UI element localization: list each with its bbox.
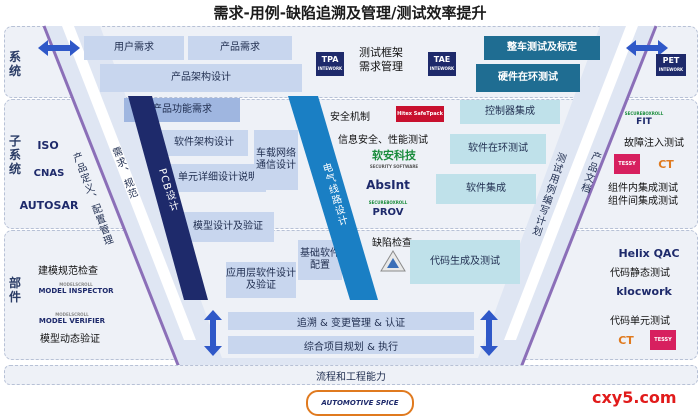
model-verifier-text: MODEL VERIFIER — [38, 317, 106, 325]
tae-logo: TAE INTEWORK — [428, 52, 456, 76]
ct-logo-2: CT — [618, 333, 634, 347]
ruanan-logo: 软安科技 SECURITY SOFTWARE — [354, 150, 434, 172]
cnas-logo: CNAS — [33, 167, 65, 179]
klocwork-logo: klocwork — [616, 284, 672, 298]
ruanan-logo-sub: SECURITY SOFTWARE — [369, 164, 419, 169]
vertical-double-arrow-left-icon — [204, 310, 222, 356]
integration-test-label: 组件内集成测试 组件间集成测试 — [608, 183, 678, 207]
model-verifier-top: MODELSCROLL — [55, 312, 89, 317]
prov-logo-sub: SECUREBOXROLL — [368, 200, 408, 205]
unit-test-label: 代码单元测试 — [610, 316, 670, 327]
sil-test-box: 软件在环测试 — [450, 134, 546, 164]
fit-logo-sub: SECUREBOXROLL — [624, 111, 664, 116]
model-check-label: 建模规范检查 — [38, 266, 98, 277]
static-test-label: 代码静态测试 — [610, 268, 670, 279]
level-system: 系统 — [8, 50, 21, 78]
model-verify-label: 模型动态验证 — [40, 334, 100, 345]
defect-check-label: 缺陷检查 — [372, 238, 412, 249]
level-subsystem: 子系统 — [8, 134, 21, 176]
triangle-tool-icon — [380, 250, 406, 272]
pet-logo-text: PET — [662, 56, 680, 65]
security-mechanism-label: 安全机制 — [330, 112, 370, 123]
unit-design-box: 单元详细设计说明 — [170, 164, 266, 192]
user-requirement-box: 用户需求 — [84, 36, 184, 60]
vertical-double-arrow-right-icon — [480, 310, 498, 356]
tae-logo-sub: INTEWORK — [429, 66, 455, 71]
test-framework-label: 测试框架 需求管理 — [359, 46, 403, 73]
model-inspector-logo: MODELSCROLL MODEL INSPECTOR — [30, 280, 122, 296]
model-inspector-text: MODEL INSPECTOR — [38, 287, 114, 295]
double-arrow-right-icon — [626, 40, 668, 56]
ruanan-logo-text: 软安科技 — [372, 149, 416, 162]
model-verifier-logo: MODELSCROLL MODEL VERIFIER — [30, 310, 114, 326]
model-inspector-top: MODELSCROLL — [59, 282, 93, 287]
watermark: cxy5.com — [592, 388, 677, 407]
automotive-spice-logo: AUTOMOTIVE SPICE — [306, 390, 414, 416]
sw-architecture-box: 软件架构设计 — [160, 130, 248, 156]
model-design-box: 模型设计及验证 — [182, 212, 274, 242]
tessy-logo-2: TESSY — [650, 330, 676, 350]
code-generation-box: 代码生成及测试 — [410, 240, 520, 284]
autosar-logo: AUTOSAR — [19, 198, 79, 212]
tae-logo-text: TAE — [433, 55, 451, 64]
network-design-box: 车载网络通信设计 — [254, 130, 298, 190]
page-title: 需求-用例-缺陷追溯及管理/测试效率提升 — [213, 4, 487, 22]
vehicle-test-box: 整车测试及标定 — [484, 36, 600, 60]
product-requirement-box: 产品需求 — [188, 36, 292, 60]
level-component: 部件 — [8, 276, 21, 304]
trace-band: 追溯 & 变更管理 & 认证 — [228, 312, 474, 330]
ct-logo: CT — [658, 157, 674, 171]
prov-logo-text: PROV — [372, 207, 404, 218]
pet-logo-sub: INTEWORK — [658, 67, 684, 72]
hitex-logo: Hitex SafeTpack — [396, 106, 444, 122]
tessy-logo: TESSY — [614, 154, 640, 174]
hil-test-box: 硬件在环测试 — [476, 64, 580, 92]
iso-logo: ISO — [37, 138, 59, 152]
info-security-label: 信息安全、性能测试 — [338, 135, 428, 146]
pet-logo: PET INTEWORK — [656, 54, 686, 76]
controller-integration-box: 控制器集成 — [460, 100, 560, 124]
helix-qac-logo: Helix QAC — [618, 246, 680, 260]
tpa-logo-sub: INTEWORK — [317, 66, 343, 71]
fit-logo: SECUREBOXROLL FIT — [624, 108, 664, 128]
absint-logo: AbsInt — [366, 178, 410, 192]
product-architecture-box: 产品架构设计 — [100, 64, 302, 92]
tpa-logo-text: TPA — [321, 55, 339, 64]
plan-band: 综合项目规划 & 执行 — [228, 336, 474, 354]
sw-integration-box: 软件集成 — [436, 174, 536, 204]
process-band: 流程和工程能力 — [4, 365, 698, 385]
fault-injection-label: 故障注入测试 — [624, 138, 684, 149]
fit-logo-text: FIT — [636, 117, 652, 127]
double-arrow-left-icon — [38, 40, 80, 56]
prov-logo: SECUREBOXROLL PROV — [354, 198, 422, 218]
tpa-logo: TPA INTEWORK — [316, 52, 344, 76]
app-software-box: 应用层软件设计及验证 — [226, 262, 296, 298]
